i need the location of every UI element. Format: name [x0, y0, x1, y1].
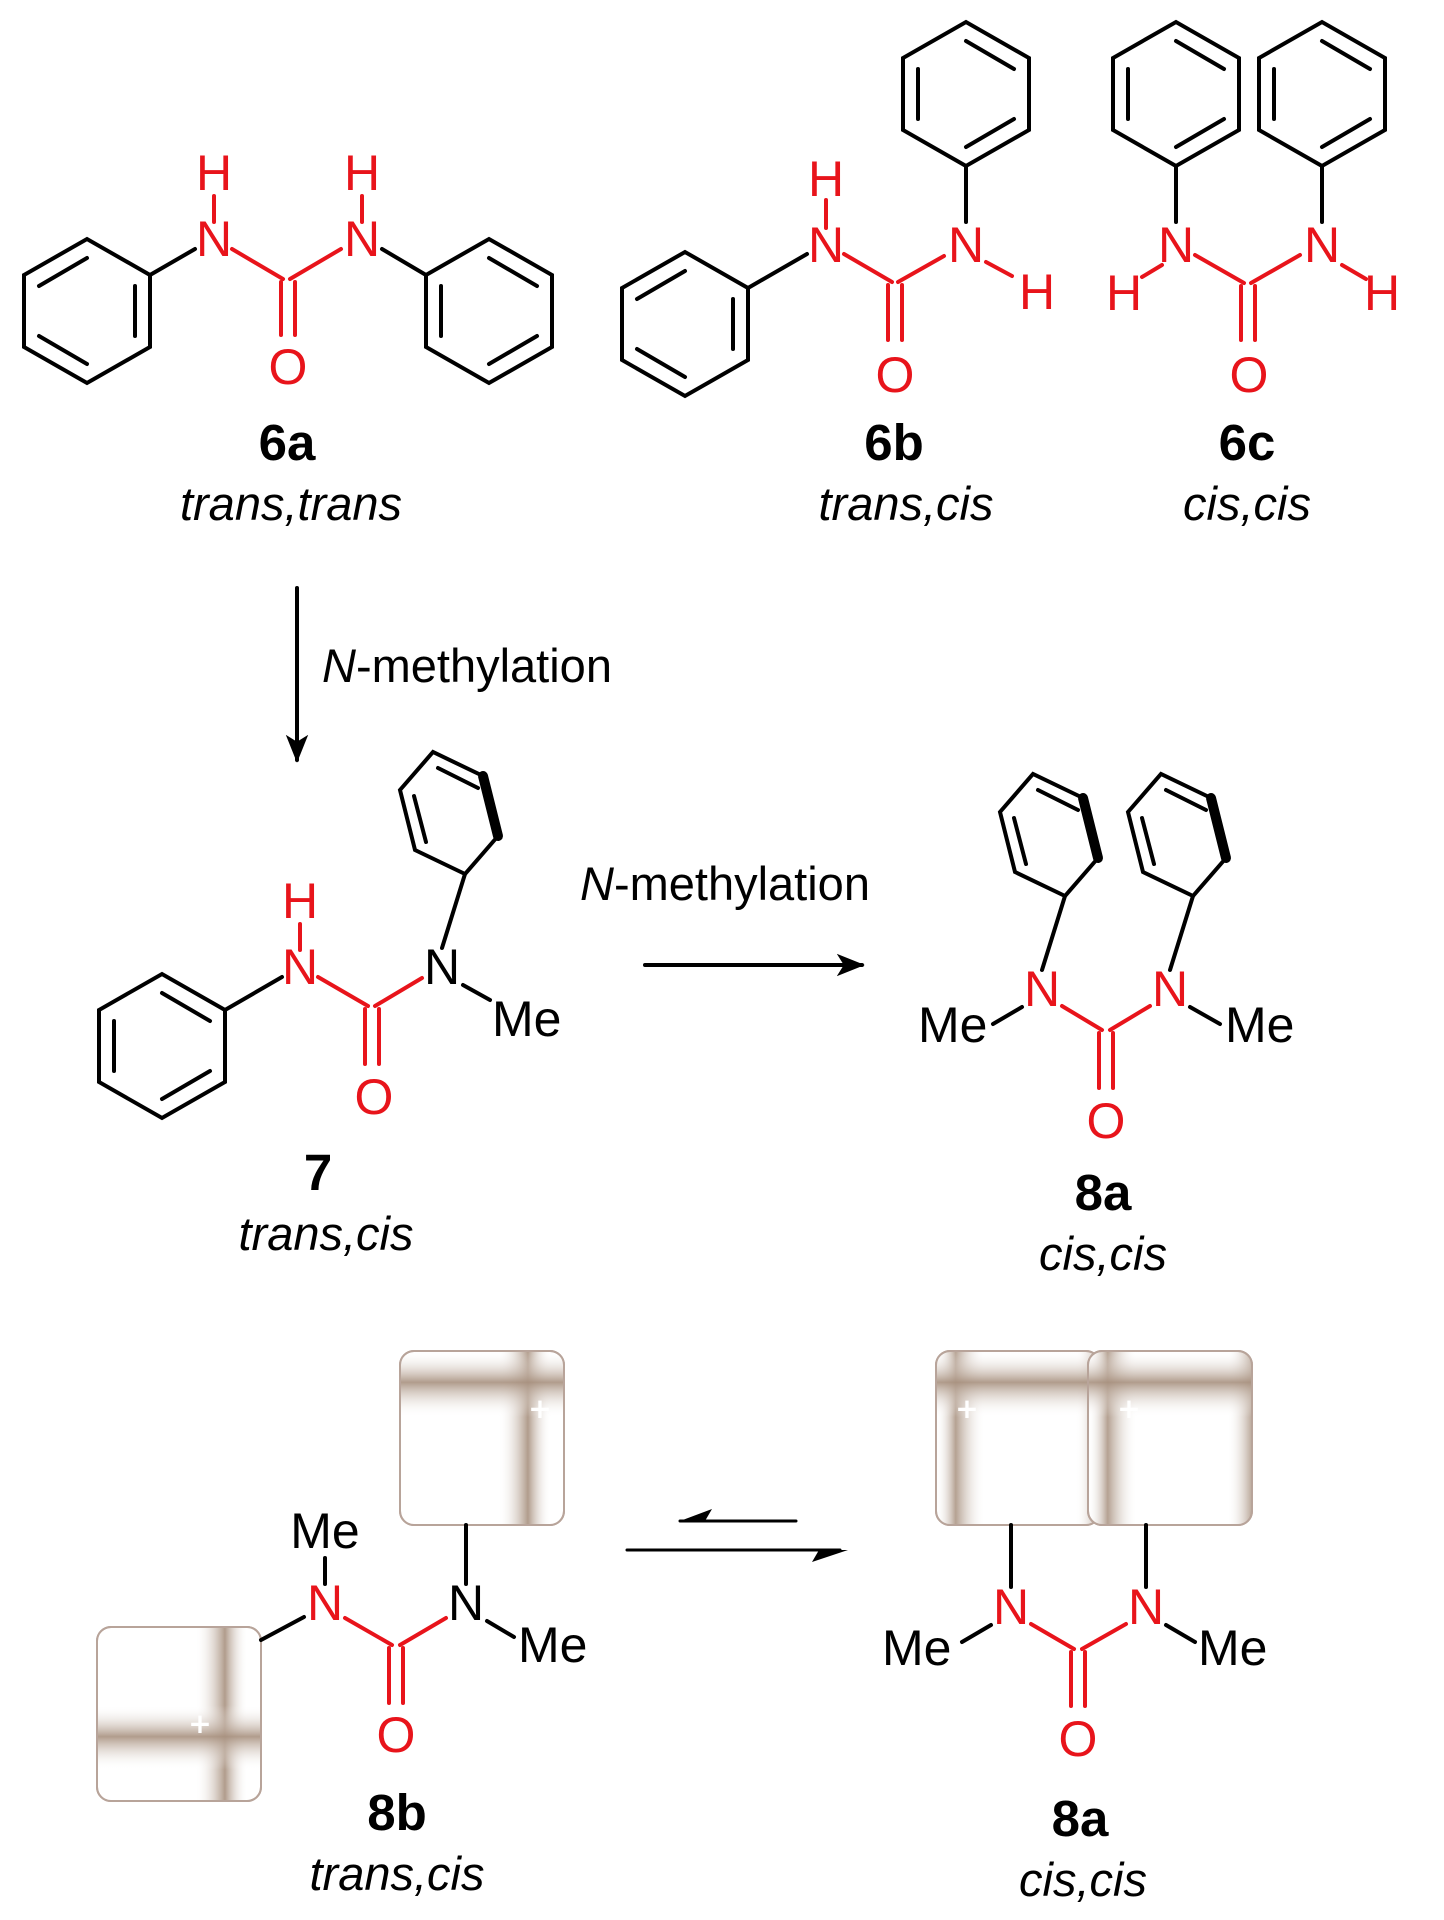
plus-icon: +: [528, 1392, 551, 1425]
compound-label: 8a: [1052, 1790, 1109, 1847]
atom-H: H: [282, 873, 318, 929]
atom-O: O: [1230, 347, 1269, 403]
compound-label: 8a: [1075, 1164, 1132, 1221]
compound-label: 6c: [1219, 414, 1276, 471]
aryl-box: +: [935, 1350, 1101, 1526]
plus-icon: +: [188, 1707, 211, 1740]
atom-H: H: [1106, 265, 1142, 321]
compound-conformation: trans,trans: [180, 477, 402, 530]
molecule-8a-bottom: + + N N O Me Me: [882, 1350, 1267, 1767]
compound-label: 8b: [367, 1784, 427, 1841]
atom-H: H: [1019, 264, 1055, 320]
molecule-8a: N N O Me Me: [918, 771, 1294, 1149]
aryl-box: +: [399, 1350, 565, 1526]
compound-conformation: trans,cis: [239, 1207, 414, 1260]
atom-O: O: [1087, 1093, 1126, 1149]
molecule-8b: + + N N O Me Me: [96, 1350, 587, 1802]
compound-label: 6b: [864, 414, 924, 471]
atom-N: N: [282, 939, 318, 995]
compound-conformation: cis,cis: [1039, 1227, 1167, 1280]
compound-conformation: cis,cis: [1019, 1853, 1147, 1906]
arrow-label: N-methylation: [322, 639, 612, 692]
molecule-7: N N H O Me: [97, 749, 561, 1125]
atom-O: O: [1059, 1711, 1098, 1767]
atom-O: O: [269, 339, 308, 395]
molecule-6b: N N H H O: [620, 19, 1055, 403]
compound-label: 6a: [259, 414, 316, 471]
atom-N: N: [948, 217, 984, 273]
atom-Me: Me: [882, 1620, 951, 1676]
atom-Me: Me: [492, 991, 561, 1047]
atom-H: H: [196, 145, 232, 201]
atom-Me: Me: [1198, 1620, 1267, 1676]
atom-N: N: [196, 211, 232, 267]
atom-O: O: [377, 1707, 416, 1763]
plus-icon: +: [1117, 1392, 1140, 1425]
atom-Me: Me: [918, 997, 987, 1053]
atom-O: O: [355, 1069, 394, 1125]
atom-Me: Me: [1225, 997, 1294, 1053]
atom-N: N: [808, 217, 844, 273]
atom-H: H: [808, 151, 844, 207]
atom-O: O: [876, 347, 915, 403]
atom-N: N: [1158, 217, 1194, 273]
compound-label: 7: [304, 1144, 332, 1201]
compound-conformation: cis,cis: [1183, 477, 1311, 530]
compound-conformation: trans,cis: [819, 477, 994, 530]
plus-icon: +: [955, 1392, 978, 1425]
atom-H: H: [1364, 265, 1400, 321]
equilibrium-arrows: [625, 1509, 848, 1562]
atom-Me: Me: [518, 1617, 587, 1673]
molecule-6c: N N H H O: [1106, 19, 1400, 403]
atom-N: N: [993, 1579, 1029, 1635]
atom-Me: Me: [290, 1503, 359, 1559]
aryl-box: +: [1087, 1350, 1253, 1526]
atom-H: H: [344, 145, 380, 201]
compound-conformation: trans,cis: [310, 1847, 485, 1900]
aryl-box: +: [96, 1626, 262, 1802]
molecule-6a: N N H H O: [22, 145, 554, 395]
atom-N: N: [1304, 217, 1340, 273]
arrow-label: N-methylation: [580, 857, 870, 910]
atom-N: N: [1128, 1579, 1164, 1635]
atom-N: N: [344, 211, 380, 267]
